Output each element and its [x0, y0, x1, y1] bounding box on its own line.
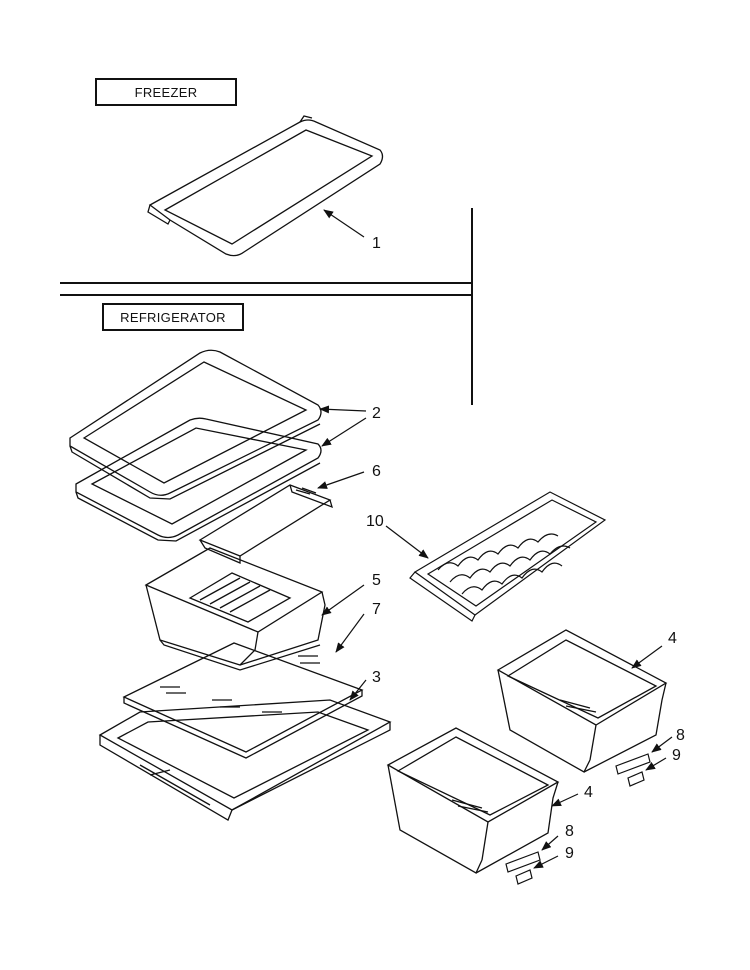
leader-lines [317, 209, 673, 869]
callout-3: 3 [372, 669, 381, 686]
callout-numbers: 1 2 6 10 5 7 3 4 8 9 4 8 9 [366, 235, 685, 862]
section-divider [60, 208, 473, 405]
callout-4-left: 4 [584, 784, 593, 801]
glass-crisper-cover [122, 642, 364, 759]
drawer-clip-right [627, 771, 645, 787]
crisper-drawer-left [386, 727, 560, 874]
refrigerator-label-text: REFRIGERATOR [120, 309, 226, 325]
deli-drawer [144, 547, 326, 671]
crisper-drawer-right [496, 629, 668, 773]
freezer-section-label: FREEZER [95, 78, 237, 106]
callout-9-right: 9 [672, 747, 681, 764]
callout-8-left: 8 [565, 823, 574, 840]
callout-5: 5 [372, 572, 381, 589]
callout-4-right: 4 [668, 630, 677, 647]
callout-1: 1 [372, 235, 381, 252]
refrigerator-section-label: REFRIGERATOR [102, 303, 244, 331]
callout-10: 10 [366, 513, 384, 530]
callout-7: 7 [372, 601, 381, 618]
refrigerator-shelf-lower [75, 417, 322, 542]
drawer-clip-left [515, 869, 533, 885]
drawer-label-right [615, 753, 651, 775]
freezer-label-text: FREEZER [134, 84, 198, 100]
callout-2: 2 [372, 405, 381, 422]
drawer-label-left [505, 851, 541, 873]
wine-rack [409, 491, 607, 622]
callout-8-right: 8 [676, 727, 685, 744]
crisper-cover-frame [98, 699, 392, 821]
callout-9-left: 9 [565, 845, 574, 862]
callout-6: 6 [372, 463, 381, 480]
freezer-shelf [147, 115, 384, 257]
